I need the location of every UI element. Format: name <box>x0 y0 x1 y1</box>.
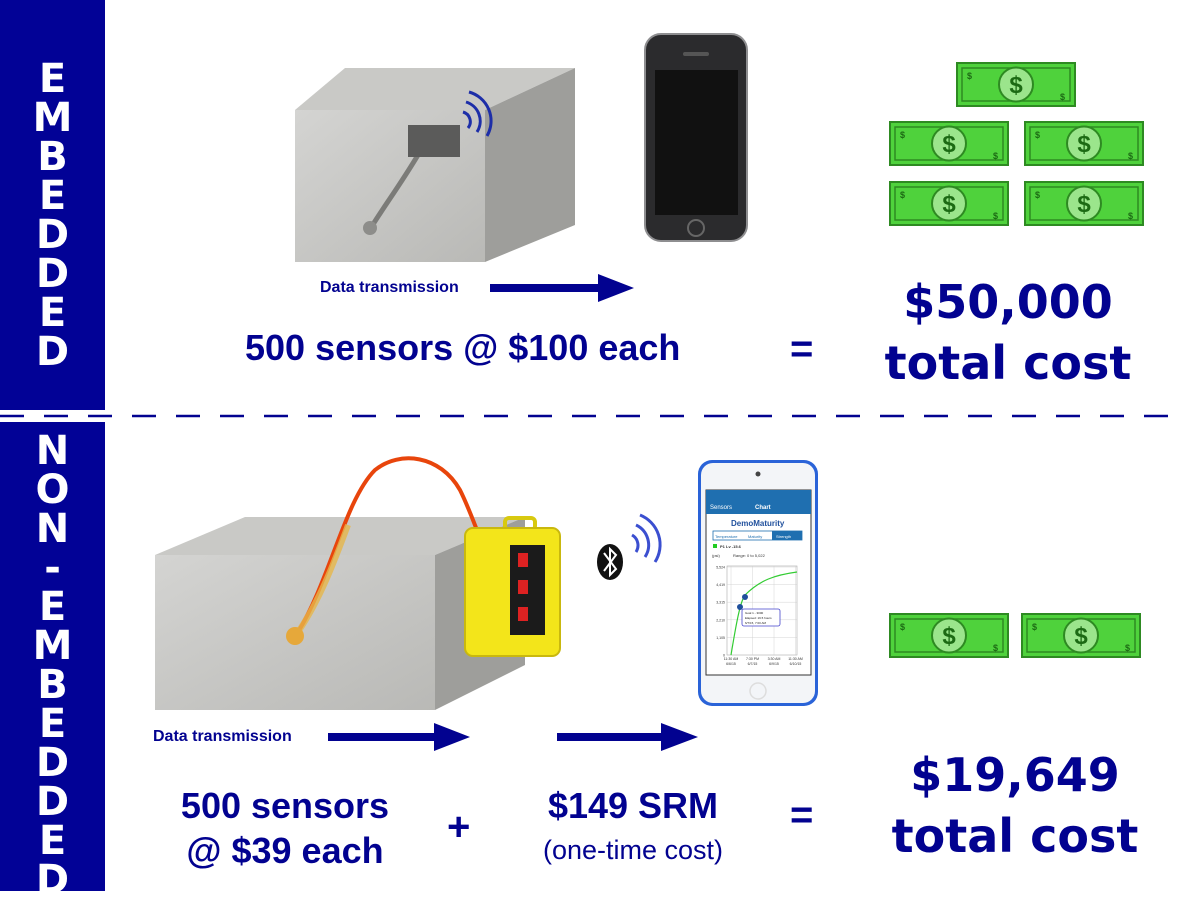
x-tick-label: 6/9/15 <box>769 662 779 666</box>
x-tick-label: 6/6/15 <box>726 662 736 666</box>
dollar-bill-icon <box>1024 181 1144 226</box>
sidebar-letter: M <box>32 623 73 669</box>
sidebar-letter: B <box>37 662 68 708</box>
money-bills-embedded <box>889 62 1144 226</box>
data-transmission-label: Data transmission <box>153 728 292 745</box>
app-name: DemoMaturity <box>731 519 785 528</box>
y-tick-label: 4,419 <box>716 583 725 587</box>
sidebar-letter: N <box>35 428 70 474</box>
sidebar-letter: D <box>35 251 70 297</box>
equals-sign: = <box>790 793 814 837</box>
sensor-cost-line2: @ $39 each <box>186 830 384 871</box>
srm-device <box>464 516 561 657</box>
tooltip-line: Elapsed: 19.5 hours <box>745 616 772 620</box>
y-tick-label: 1,105 <box>716 636 725 640</box>
dollar-bill-icon <box>1021 613 1141 658</box>
plus-sign: + <box>447 805 471 849</box>
non-embedded-total: $19,649 <box>910 748 1120 802</box>
chart-unit: (psi) <box>712 553 720 558</box>
sidebar-letter: E <box>38 818 67 864</box>
dollar-bill-icon <box>1024 121 1144 166</box>
concrete-block-embedded <box>295 68 575 262</box>
dollar-bill-icon <box>889 613 1009 658</box>
x-tick-label: 11:30 AM <box>788 657 803 661</box>
sidebar-letter: E <box>38 173 67 219</box>
tab-temperature[interactable]: Temperature <box>715 534 738 539</box>
x-tick-label: 6/7/15 <box>748 662 758 666</box>
money-bills-non-embedded <box>889 613 1141 658</box>
arrow-right-icon <box>557 723 698 751</box>
x-tick-label: 11:30 AM <box>724 657 739 661</box>
back-button[interactable]: Sensors <box>710 505 732 511</box>
y-tick-label: 0 <box>723 654 725 658</box>
non-embedded-total-label: total cost <box>891 809 1139 863</box>
wireless-signal-icon <box>631 513 662 563</box>
embedded-total-label: total cost <box>884 336 1132 390</box>
tooltip-line: 6/7/15, 7:00 AM <box>745 621 767 625</box>
sidebar-letter: B <box>37 134 68 180</box>
x-tick-label: 7:30 PM <box>746 657 759 661</box>
dollar-bill-icon <box>956 62 1076 107</box>
data-transmission-label: Data transmission <box>320 279 459 296</box>
ipod-screen: Sensors Chart DemoMaturity Temperature M… <box>710 505 803 666</box>
sidebar-letter: D <box>35 212 70 258</box>
sidebar-letter: D <box>35 329 70 375</box>
chart-legend: P1 Lv -15.6 <box>720 544 742 549</box>
screen-title: Chart <box>755 505 771 511</box>
x-tick-label: 6/10/15 <box>790 662 802 666</box>
y-tick-label: 2,210 <box>716 618 725 622</box>
embedded-cost-equation: 500 sensors @ $100 each <box>245 327 681 368</box>
sidebar-letter: E <box>38 701 67 747</box>
tooltip-line: Goal 1 - 3000 <box>745 611 764 615</box>
arrow-right-icon <box>328 723 470 751</box>
equals-sign: = <box>790 327 814 371</box>
wireless-signal-icon <box>462 90 493 137</box>
bluetooth-icon <box>597 544 623 580</box>
y-tick-label: 5,524 <box>716 566 725 570</box>
sidebar-letter: E <box>38 584 67 630</box>
sidebar-letter: - <box>44 545 61 591</box>
sidebar-letter: N <box>35 506 70 552</box>
x-tick-label: 3:30 AM <box>768 657 781 661</box>
sidebar-non-embedded <box>0 422 105 891</box>
tab-strength[interactable]: Strength <box>776 534 791 539</box>
sidebar-letter: E <box>38 56 67 102</box>
sidebar-embedded <box>0 0 105 410</box>
y-tick-label: 3,315 <box>716 601 725 605</box>
sensor-cost-line1: 500 sensors <box>180 785 390 826</box>
sidebar-letter: D <box>35 779 70 825</box>
srm-cost-line1: $149 SRM <box>547 785 719 826</box>
chart-range: Range: 0 to 5,022 <box>733 553 766 558</box>
dollar-bill-icon <box>889 181 1009 226</box>
smartphone <box>644 33 748 242</box>
sidebar-letter: O <box>35 467 70 513</box>
dollar-bill-icon <box>889 121 1009 166</box>
sidebar-letter: M <box>32 95 73 141</box>
tab-maturity[interactable]: Maturity <box>748 534 762 539</box>
sidebar-letter: E <box>38 290 67 336</box>
embedded-sensor <box>363 125 460 235</box>
embedded-total: $50,000 <box>903 275 1113 329</box>
srm-cost-line2: (one-time cost) <box>542 835 724 865</box>
sidebar-letter: D <box>35 740 70 786</box>
arrow-right-icon <box>490 274 634 302</box>
